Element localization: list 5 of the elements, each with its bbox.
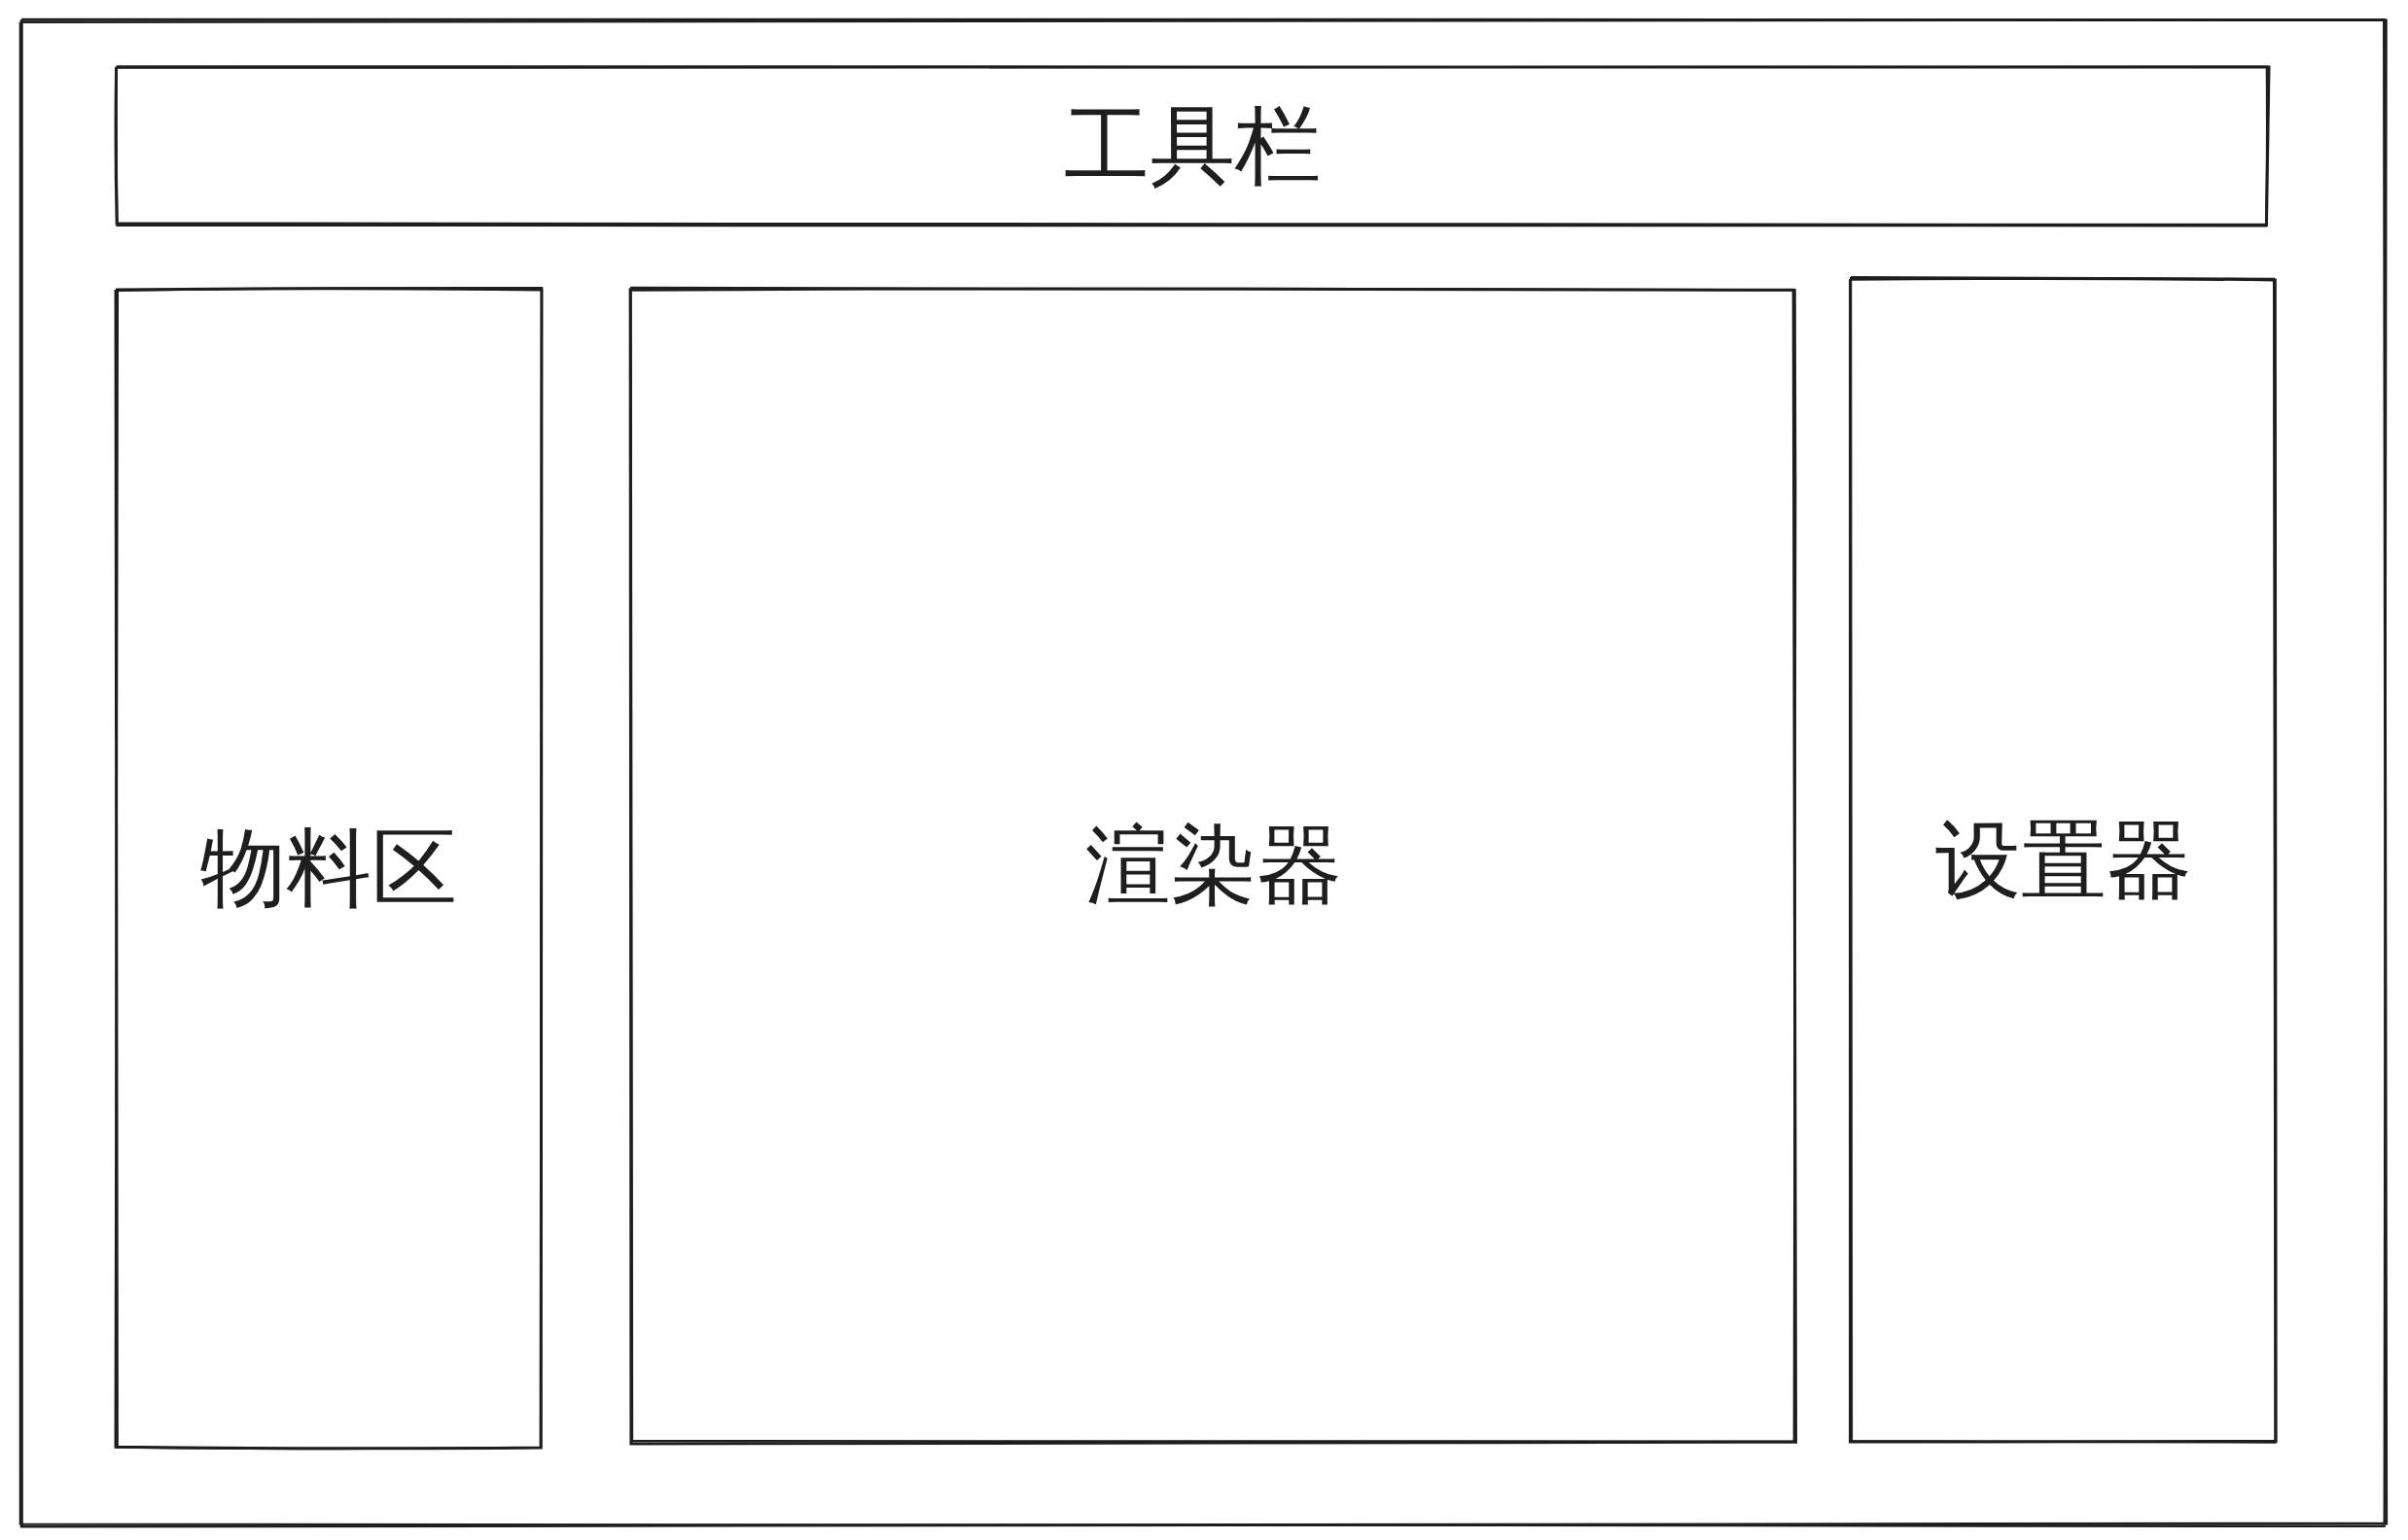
panel-label: 物料区 xyxy=(200,822,457,916)
canvas-panel xyxy=(626,284,1800,1448)
panel-label: 渲染器 xyxy=(1084,819,1342,913)
panel-label: 设置器 xyxy=(1934,813,2192,908)
panel-label: 工具栏 xyxy=(1063,98,1321,193)
